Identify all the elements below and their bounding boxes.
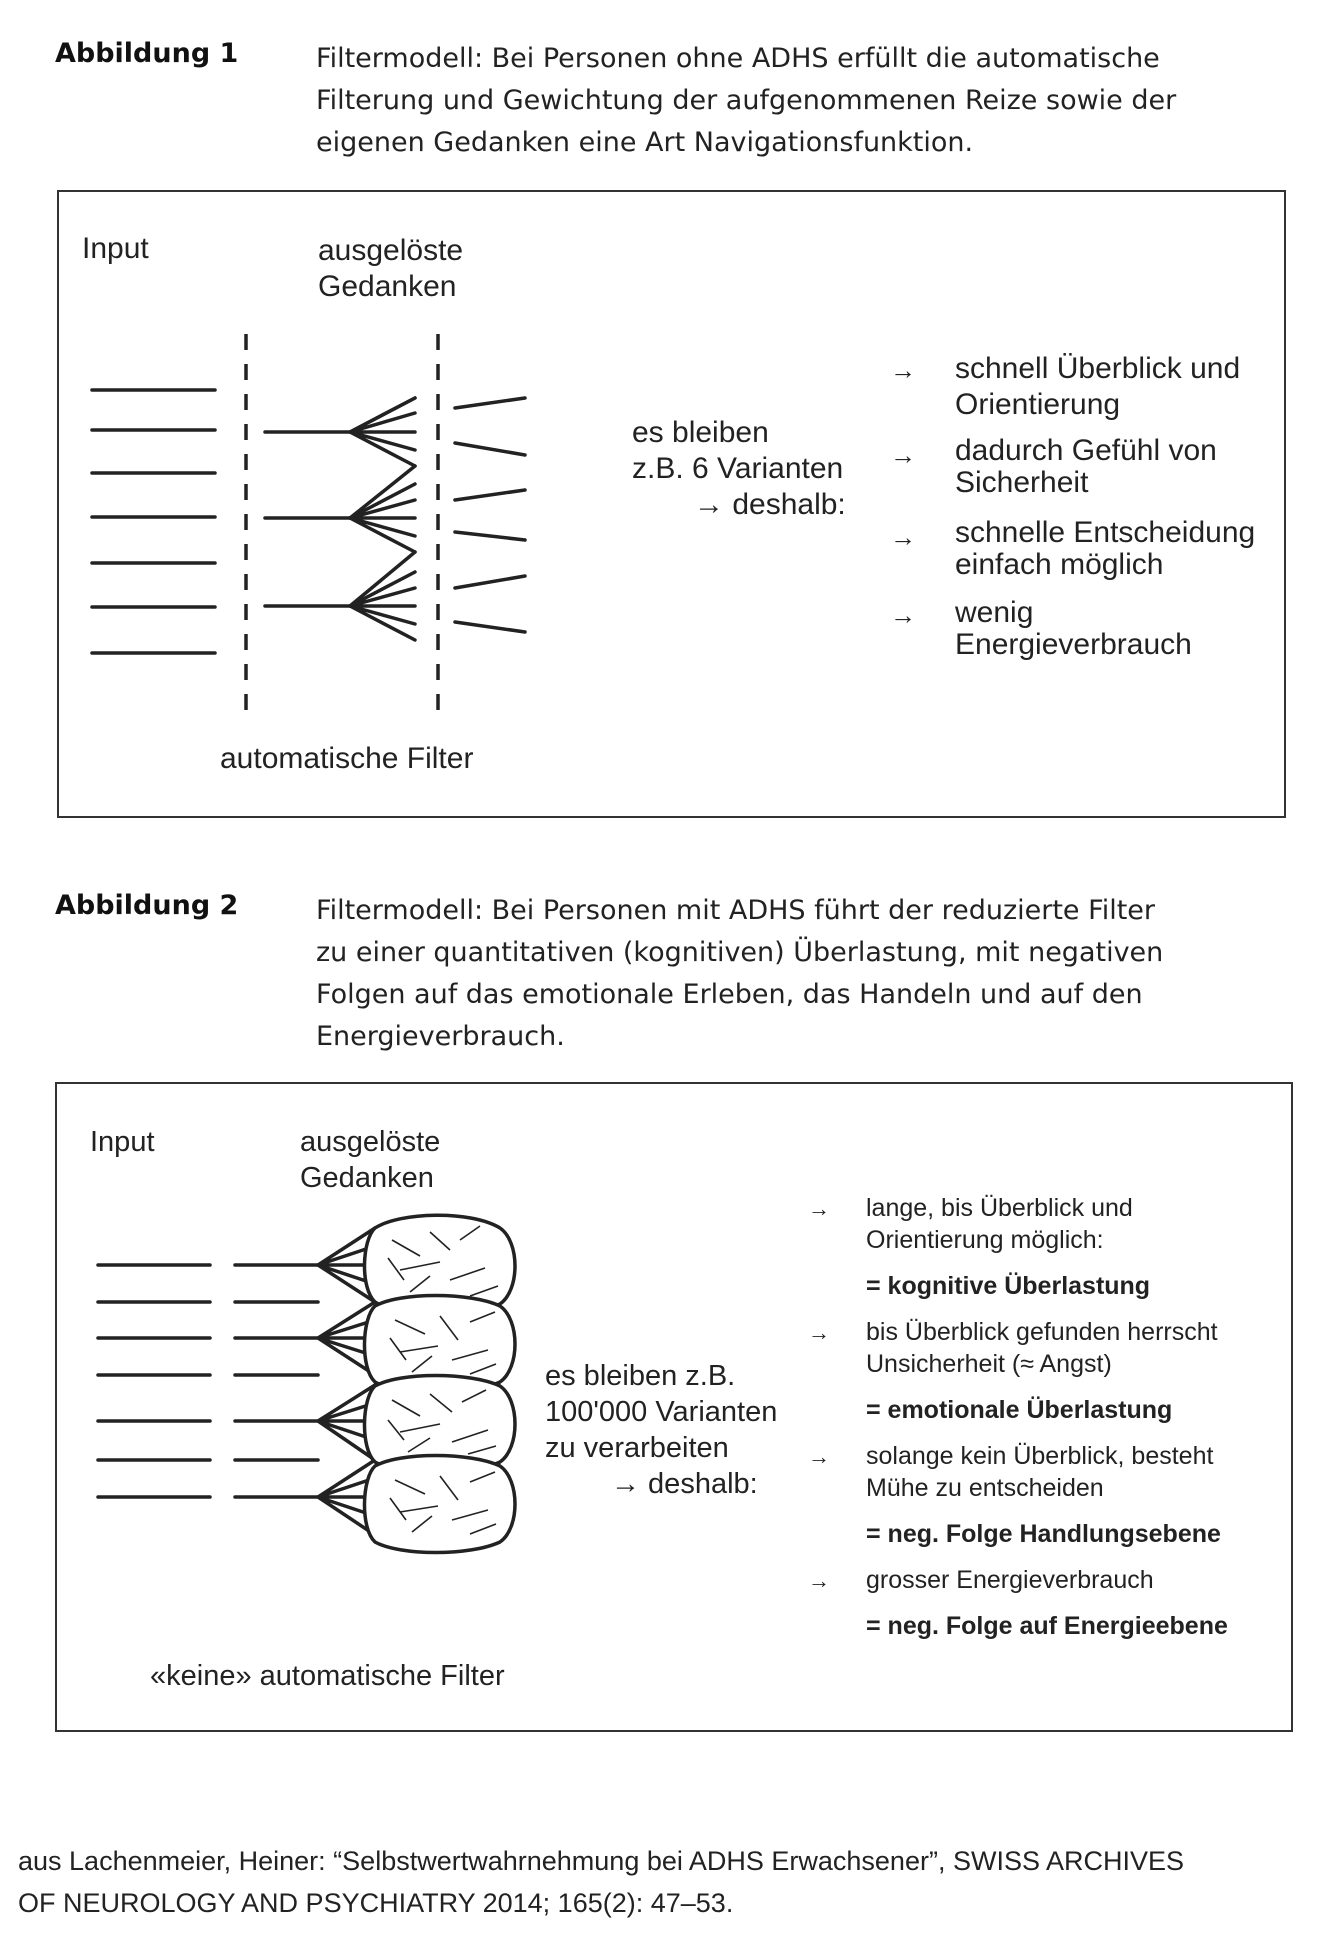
consequence-line: Sicherheit — [955, 466, 1089, 499]
figure1-label: Abbildung 1 — [55, 38, 239, 69]
arrow-icon: → — [808, 1568, 830, 1593]
figure1-filter-label: automatische Filter — [220, 742, 474, 775]
arrow-icon: → — [890, 600, 916, 630]
figure2-consequence: bis Überblick gefunden herrscht Unsicher… — [866, 1316, 1218, 1426]
figure1-thoughts-label: ausgelöste Gedanken — [318, 233, 463, 305]
figure2-input-label: Input — [90, 1126, 155, 1158]
arrow-icon: → — [808, 1196, 830, 1221]
figure1-consequence: dadurch Gefühl von Sicherheit — [955, 435, 1217, 499]
consequence-result: = kognitive Überlastung — [866, 1272, 1151, 1300]
remaining-line: zu verarbeiten — [545, 1432, 729, 1464]
consequence-line: lange, bis Überblick und — [866, 1194, 1133, 1222]
figure2-filter-label: «keine» automatische Filter — [150, 1660, 505, 1692]
consequence-line: schnell Überblick und — [955, 352, 1241, 385]
consequence-result: = neg. Folge Handlungsebene — [866, 1520, 1221, 1548]
figure2-caption-line: Energieverbrauch. — [316, 1021, 565, 1052]
remaining-line: 100'000 Varianten — [545, 1396, 778, 1428]
figure2-thoughts-label: ausgelöste Gedanken — [300, 1124, 440, 1196]
consequence-line: Orientierung möglich: — [866, 1226, 1104, 1254]
figure1-diagram-panel — [57, 190, 1286, 818]
remaining-line: z.B. 6 Varianten — [632, 452, 844, 485]
figure2-caption-line: Filtermodell: Bei Personen mit ADHS führ… — [316, 895, 1155, 926]
figure1-input-lines — [90, 388, 217, 655]
figure2-consequence: lange, bis Überblick und Orientierung mö… — [866, 1192, 1150, 1302]
figure2-caption: Filtermodell: Bei Personen mit ADHS führ… — [316, 890, 1163, 1058]
figure2-thought-lines — [233, 1226, 377, 1537]
figure1-caption-line: Filterung und Gewichtung der aufgenommen… — [316, 85, 1177, 116]
figure1-output-lines — [453, 396, 527, 634]
arrow-icon: → — [890, 355, 916, 385]
consequence-result: = emotionale Überlastung — [866, 1396, 1173, 1424]
figure1-caption-line: Filtermodell: Bei Personen ohne ADHS erf… — [316, 43, 1160, 74]
consequence-line: Energieverbrauch — [955, 628, 1192, 661]
thoughts-label-line: Gedanken — [300, 1162, 434, 1194]
figure2-thought-clouds — [362, 1213, 517, 1555]
figure1-consequence: schnelle Entscheidung einfach möglich — [955, 517, 1255, 581]
figure1-remaining-variants: es bleiben z.B. 6 Varianten → deshalb: — [632, 415, 846, 523]
figure1-caption-line: eigenen Gedanken eine Art Navigationsfun… — [316, 127, 974, 158]
figure2-remaining-variants: es bleiben z.B. 100'000 Varianten zu ver… — [545, 1358, 777, 1502]
figure1-caption: Filtermodell: Bei Personen ohne ADHS erf… — [316, 38, 1176, 164]
remaining-line: → deshalb: — [694, 488, 846, 521]
source-citation: aus Lachenmeier, Heiner: “Selbstwertwahr… — [18, 1840, 1184, 1924]
figure1-consequence: wenig Energieverbrauch — [955, 597, 1192, 661]
remaining-line: → deshalb: — [611, 1468, 758, 1500]
arrow-icon: → — [808, 1320, 830, 1345]
arrow-icon: → — [890, 440, 916, 470]
consequence-line: Unsicherheit (≈ Angst) — [866, 1350, 1112, 1378]
figure1-input-label: Input — [82, 232, 149, 265]
figure2-consequence: solange kein Überblick, besteht Mühe zu … — [866, 1440, 1221, 1550]
remaining-line: es bleiben — [632, 416, 769, 449]
consequence-line: wenig — [955, 596, 1034, 629]
source-line: aus Lachenmeier, Heiner: “Selbstwertwahr… — [18, 1846, 1185, 1876]
arrow-icon: → — [890, 522, 916, 552]
consequence-line: schnelle Entscheidung — [955, 516, 1256, 549]
figure1-consequence: schnell Überblick und Orientierung — [955, 351, 1240, 423]
consequence-line: Mühe zu entscheiden — [866, 1474, 1104, 1502]
consequence-line: Orientierung — [955, 388, 1121, 421]
consequence-result: = neg. Folge auf Energieebene — [866, 1612, 1228, 1640]
figure2-scribbles — [387, 1225, 499, 1535]
figure2-caption-line: zu einer quantitativen (kognitiven) Über… — [316, 937, 1164, 968]
figure2-caption-line: Folgen auf das emotionale Erleben, das H… — [316, 979, 1143, 1010]
thoughts-label-line: ausgelöste — [300, 1126, 441, 1158]
figure2-diagram-panel — [55, 1082, 1293, 1732]
remaining-line: es bleiben z.B. — [545, 1360, 736, 1392]
thoughts-label-line: Gedanken — [318, 270, 457, 303]
consequence-line: einfach möglich — [955, 548, 1164, 581]
consequence-line: grosser Energieverbrauch — [866, 1566, 1154, 1594]
consequence-line: bis Überblick gefunden herrscht — [866, 1318, 1218, 1346]
consequence-line: solange kein Überblick, besteht — [866, 1442, 1214, 1470]
figure1-branching-lines — [263, 396, 417, 642]
thoughts-label-line: ausgelöste — [318, 234, 464, 267]
source-line: OF NEUROLOGY AND PSYCHIATRY 2014; 165(2)… — [18, 1888, 734, 1918]
figure2-label: Abbildung 2 — [55, 890, 239, 921]
consequence-line: dadurch Gefühl von — [955, 434, 1217, 467]
figure2-input-lines — [96, 1263, 212, 1499]
arrow-icon: → — [808, 1444, 830, 1469]
figure2-consequence: grosser Energieverbrauch = neg. Folge au… — [866, 1564, 1228, 1642]
